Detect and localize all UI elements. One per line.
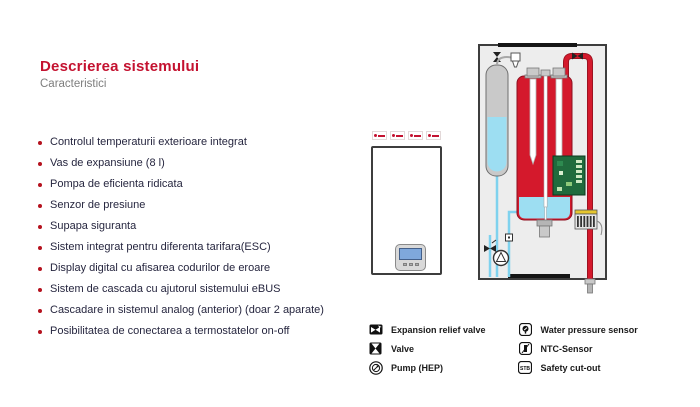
relief-valve-assembly: [510, 52, 521, 68]
boiler-button: [414, 263, 419, 266]
legend-item: Valve: [368, 339, 486, 358]
heating-elements: [529, 75, 563, 232]
pump-icon: [368, 360, 383, 375]
legend-item: Expansion relief valve: [368, 320, 486, 339]
valve-icon: [368, 342, 383, 355]
legend-left-column: Expansion relief valve Valve Pump (HEP): [368, 320, 486, 377]
feature-item: Supapa siguranta: [38, 220, 324, 241]
feature-item: Sistem integrat pentru diferenta tarifar…: [38, 241, 324, 262]
page-title: Descrierea sistemului: [40, 58, 200, 75]
legend-label: Water pressure sensor: [540, 324, 638, 335]
legend-label: Expansion relief valve: [391, 324, 486, 335]
brand-logo-row: [372, 131, 441, 140]
bullet-icon: [38, 141, 42, 145]
feature-item: Display digital cu afisarea codurilor de…: [38, 262, 324, 283]
terminal-block: [574, 209, 603, 236]
legend-label: NTC-Sensor: [540, 343, 593, 354]
boiler-button: [408, 263, 413, 266]
feature-item: Vas de expansiune (8 l): [38, 157, 324, 178]
brand-dot-icon: [392, 134, 395, 137]
svg-text:STB: STB: [520, 366, 530, 372]
legend-item: Pump (HEP): [368, 358, 486, 377]
brand-logo: [408, 131, 423, 140]
feature-item: Cascadare in sistemul analog (anterior) …: [38, 304, 324, 325]
expansion-vessel: [485, 52, 514, 177]
feature-item: Posibilitatea de conectarea a termostate…: [38, 325, 324, 346]
brand-logo: [426, 131, 441, 140]
heating-element-caps: [524, 67, 568, 79]
header: Descrierea sistemului Caracteristici: [40, 58, 199, 90]
return-pipes: [484, 173, 519, 277]
bullet-icon: [38, 309, 42, 313]
brand-wordmark: [432, 134, 439, 137]
boiler-control-panel: [395, 244, 426, 271]
pipe-valve-icon: [572, 52, 578, 60]
terminal-wire: [596, 220, 603, 236]
brand-wordmark: [396, 134, 403, 137]
bullet-icon: [38, 183, 42, 187]
bullet-icon: [38, 267, 42, 271]
brand-dot-icon: [410, 134, 413, 137]
ntc-sensor-icon: [518, 342, 533, 355]
boiler-buttons: [399, 263, 422, 266]
bullet-icon: [38, 330, 42, 334]
pump-marker: [492, 249, 510, 267]
bottom-connection-fitting: [584, 278, 596, 294]
legend-right-column: Water pressure sensor NTC-Sensor STB Saf…: [518, 320, 638, 377]
bullet-icon: [38, 225, 42, 229]
page-subtitle: Caracteristici: [40, 78, 107, 90]
legend-label: Safety cut-out: [540, 362, 601, 373]
legend-item: NTC-Sensor: [518, 339, 638, 358]
water-pressure-sensor-marker: [505, 233, 513, 242]
boiler-lcd-display: [399, 248, 422, 260]
flow-pipe: [563, 52, 593, 279]
feature-item: Sistem de cascada cu ajutorul sistemului…: [38, 283, 324, 304]
heat-exchanger: [516, 67, 573, 238]
bullet-icon: [38, 246, 42, 250]
control-pcb: [552, 155, 586, 196]
boiler-button: [402, 263, 407, 266]
legend-item: STB Safety cut-out: [518, 358, 638, 377]
feature-list: Controlul temperaturii exterioare integr…: [38, 136, 324, 346]
brand-wordmark: [414, 134, 421, 137]
bullet-icon: [38, 204, 42, 208]
legend-label: Pump (HEP): [391, 362, 444, 373]
feature-item: Senzor de presiune: [38, 199, 324, 220]
safety-cutout-icon: STB: [518, 361, 533, 374]
brand-logo: [390, 131, 405, 140]
expansion-relief-valve-icon: [368, 324, 383, 335]
brand-wordmark: [378, 134, 385, 137]
brand-logo: [372, 131, 387, 140]
water-pressure-sensor-icon: [518, 323, 533, 336]
expansion-relief-valve-marker: [484, 239, 497, 252]
feature-item: Pompa de eficienta ridicata: [38, 178, 324, 199]
brand-dot-icon: [428, 134, 431, 137]
tank-bottom-fitting: [536, 219, 553, 238]
feature-item: Controlul temperaturii exterioare integr…: [38, 136, 324, 157]
legend: Expansion relief valve Valve Pump (HEP): [368, 320, 638, 377]
system-cutaway-diagram: [478, 43, 607, 294]
legend-item: Water pressure sensor: [518, 320, 638, 339]
legend-label: Valve: [391, 343, 415, 354]
brand-dot-icon: [374, 134, 377, 137]
bullet-icon: [38, 162, 42, 166]
bullet-icon: [38, 288, 42, 292]
